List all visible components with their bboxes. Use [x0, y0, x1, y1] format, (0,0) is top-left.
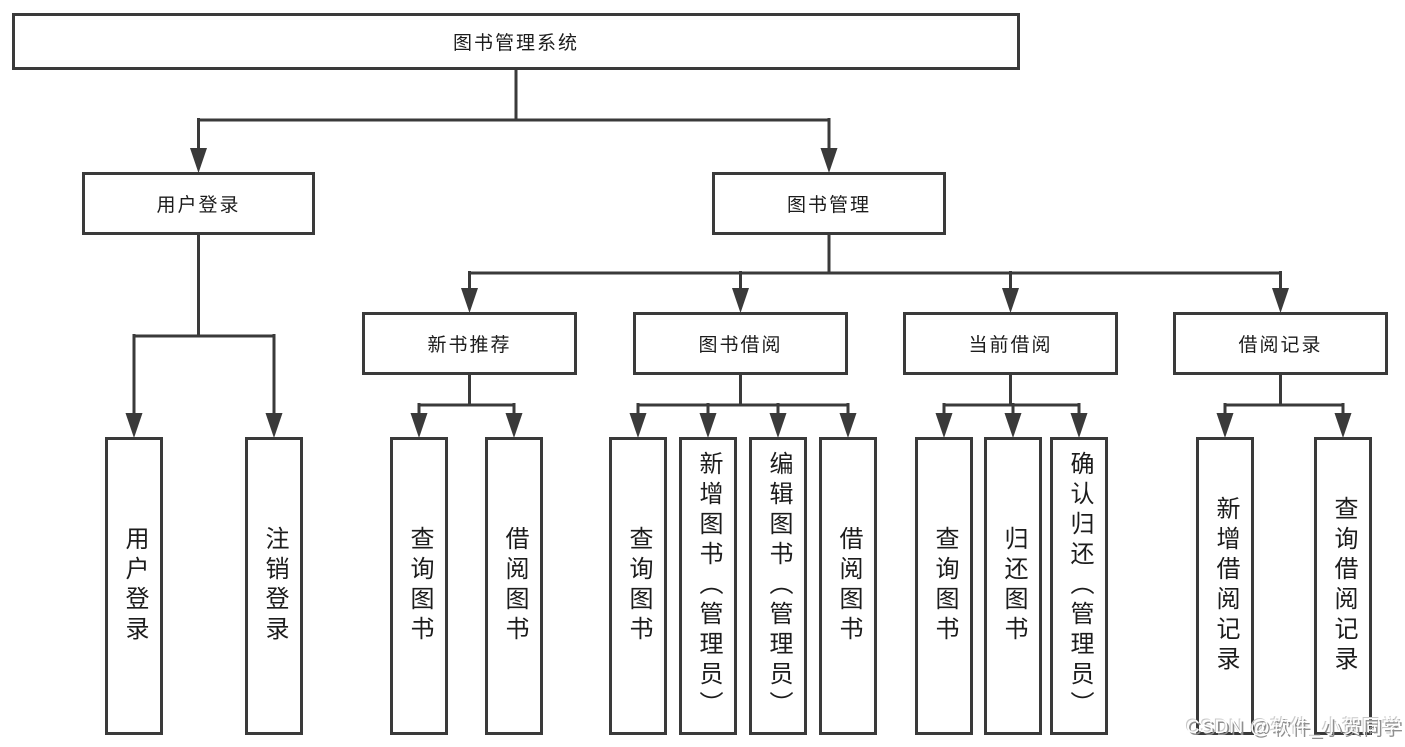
arrowhead-icons	[125, 148, 1352, 438]
leaf-borrow-books: 借阅图书	[819, 437, 877, 735]
node-current-borrowing: 当前借阅	[903, 312, 1118, 375]
leaf-query-borrow-record-label: 查询借阅记录	[1330, 496, 1357, 676]
leaf-borrow-books-label: 借阅图书	[835, 526, 862, 646]
node-user-login-label: 用户登录	[156, 195, 241, 216]
node-user-login: 用户登录	[82, 172, 315, 235]
node-book-borrowing-label: 图书借阅	[698, 335, 783, 356]
leaf-query-books-recommend: 查询图书	[390, 437, 448, 735]
leaf-query-books-current-label: 查询图书	[931, 526, 958, 646]
leaf-query-books-recommend-label: 查询图书	[406, 526, 433, 646]
leaf-user-login-label: 用户登录	[121, 526, 148, 646]
leaf-query-books-borrowing-label: 查询图书	[625, 526, 652, 646]
node-book-borrowing: 图书借阅	[633, 312, 848, 375]
node-borrowing-records-label: 借阅记录	[1238, 335, 1323, 356]
leaf-edit-books-admin: 编辑图书（管理员）	[749, 437, 807, 735]
leaf-add-borrow-record: 新增借阅记录	[1196, 437, 1254, 735]
leaf-logout: 注销登录	[245, 437, 303, 735]
node-book-management: 图书管理	[712, 172, 946, 235]
csdn-watermark: CSDN @软件_小贺同学	[1186, 717, 1402, 738]
leaf-add-books-admin: 新增图书（管理员）	[679, 437, 737, 735]
leaf-confirm-return-admin-label: 确认归还（管理员）	[1066, 451, 1093, 721]
leaf-borrow-books-recommend-label: 借阅图书	[501, 526, 528, 646]
leaf-confirm-return-admin: 确认归还（管理员）	[1050, 437, 1108, 735]
leaf-return-books: 归还图书	[984, 437, 1042, 735]
leaf-add-books-admin-label: 新增图书（管理员）	[695, 451, 722, 721]
leaf-edit-books-admin-label: 编辑图书（管理员）	[765, 451, 792, 721]
node-borrowing-records: 借阅记录	[1173, 312, 1388, 375]
node-book-management-label: 图书管理	[786, 195, 871, 216]
node-root: 图书管理系统	[12, 13, 1020, 70]
node-new-book-recommendation-label: 新书推荐	[427, 335, 512, 356]
leaf-query-borrow-record: 查询借阅记录	[1314, 437, 1372, 735]
node-current-borrowing-label: 当前借阅	[968, 335, 1053, 356]
leaf-query-books-borrowing: 查询图书	[609, 437, 667, 735]
node-root-label: 图书管理系统	[452, 33, 579, 54]
leaf-user-login: 用户登录	[105, 437, 163, 735]
leaf-query-books-current: 查询图书	[915, 437, 973, 735]
node-new-book-recommendation: 新书推荐	[362, 312, 577, 375]
leaf-logout-label: 注销登录	[261, 526, 288, 646]
leaf-add-borrow-record-label: 新增借阅记录	[1212, 496, 1239, 676]
leaf-return-books-label: 归还图书	[1000, 526, 1027, 646]
leaf-borrow-books-recommend: 借阅图书	[485, 437, 543, 735]
